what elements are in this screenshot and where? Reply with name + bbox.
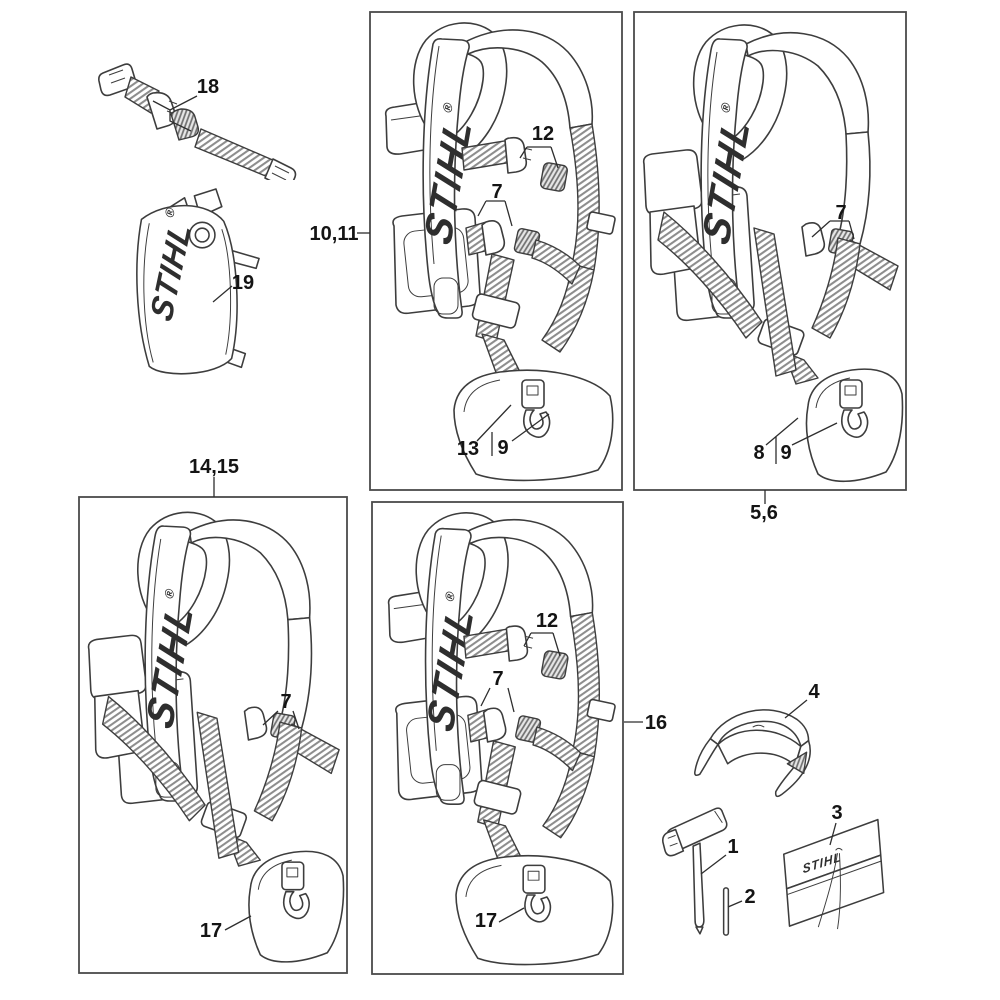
wrench-drawing [662,807,728,935]
callout-10-11: 10,11 [310,223,359,245]
callout-labels: 18 19 10,11 12 7 13 9 7 8 9 5,6 14,15 7 … [189,76,847,942]
callout-tm-12: 12 [532,123,554,145]
panel-top-middle [369,11,623,491]
callout-bm-12: 12 [536,610,558,632]
envelope-drawing [782,818,885,930]
panel-top-right [633,11,907,491]
callout-tr-7: 7 [835,202,846,224]
callout-5-6: 5,6 [750,502,778,524]
panel-borders [78,11,907,975]
harness-drawing-top-right [642,24,904,483]
callout-tr-8: 8 [753,442,764,464]
callout-tm-7: 7 [491,181,502,203]
callout-tm-13: 13 [457,438,479,460]
callout-3: 3 [831,802,842,824]
harness-drawing-bottom-middle [387,512,617,966]
callout-bm-7: 7 [492,668,503,690]
callout-lines [152,95,855,931]
callout-bm-17: 17 [475,910,497,932]
harness-drawing-top-middle [384,22,617,482]
callout-2: 2 [744,886,755,908]
pin-drawing [722,887,730,936]
callout-4: 4 [808,681,820,703]
panel-bottom-left [78,496,348,974]
callout-tr-9: 9 [780,442,791,464]
panel-bottom-middle [371,501,624,975]
callout-19: 19 [232,272,254,294]
harness-drawing-bottom-left [87,511,345,963]
callout-18: 18 [197,76,219,98]
callout-bl-7: 7 [280,691,291,713]
callout-14-15: 14,15 [189,456,239,478]
callout-bl-17: 17 [200,920,222,942]
callout-16: 16 [645,712,667,734]
callout-1: 1 [727,836,738,858]
callout-tm-9: 9 [497,437,508,459]
glasses-drawing [694,709,811,798]
